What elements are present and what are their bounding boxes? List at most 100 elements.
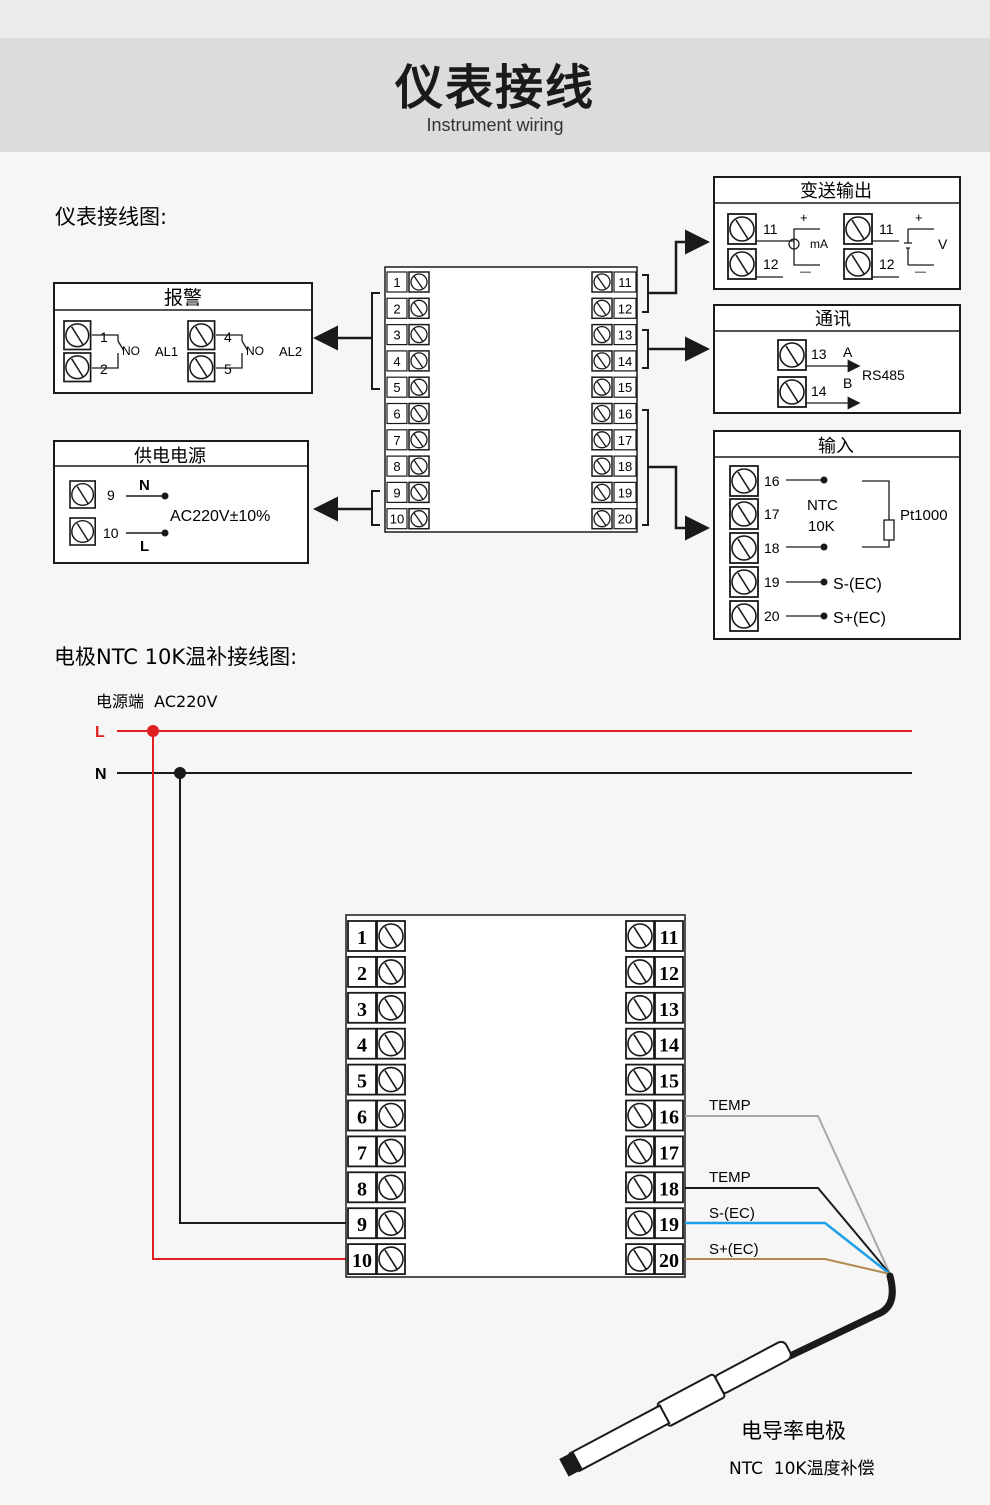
terminal-number-box: [654, 1243, 684, 1275]
screw-terminal-icon: [625, 1063, 655, 1096]
transmit-t12b: 12: [879, 256, 895, 272]
terminal-number: 16: [618, 407, 632, 422]
alarm-t4: 4: [224, 329, 232, 345]
bracket-power: [371, 490, 380, 526]
transmit-plus1: +: [800, 210, 808, 225]
terminal-number: 13: [618, 328, 632, 343]
terminal-number-box: [654, 1027, 684, 1060]
input-title: 输入: [818, 436, 854, 457]
screw-terminal-icon: [376, 1243, 406, 1275]
screw-terminal-icon: [625, 1135, 655, 1168]
terminal-number: 16: [659, 1107, 679, 1129]
arrow-transmit: [648, 229, 710, 295]
screw-terminal-icon: [591, 271, 613, 293]
wire-label-temp1: TEMP: [709, 1097, 751, 1114]
screw-terminal-icon: [408, 481, 430, 504]
transmit-title: 变送输出: [800, 181, 872, 202]
input-t17: 17: [764, 506, 780, 522]
terminal-number-box: [347, 956, 377, 988]
alarm-box: 报警 1 2 4 5 NO AL1 NO AL2: [53, 282, 313, 394]
transmit-t12a: 12: [763, 256, 779, 272]
terminal-number-box: [386, 297, 408, 319]
screw-terminal-icon: [376, 1027, 406, 1060]
screw-terminal-icon: [376, 1171, 406, 1204]
terminal-number-box: [347, 920, 377, 952]
page-title: 仪表接线: [394, 60, 595, 116]
terminal-number: 10: [390, 512, 404, 527]
terminal-number-box: [347, 1171, 377, 1204]
power-box: 供电电源 9 10 N L AC220V±10%: [53, 440, 309, 564]
terminal-number: 19: [618, 485, 632, 500]
screw-terminal-icon: [591, 350, 613, 372]
terminal-number-box: [386, 402, 408, 425]
transmit-minus2: —: [915, 266, 926, 278]
terminal-number: 8: [357, 1178, 367, 1200]
screw-terminal-icon: [408, 297, 430, 320]
transmit-t11b: 11: [879, 221, 894, 237]
terminal-number-box: [386, 429, 408, 451]
terminal-number-box: [386, 350, 408, 372]
comm-t14: 14: [811, 383, 827, 399]
input-pt1000: Pt1000: [900, 507, 948, 524]
terminal-number: 19: [659, 1214, 679, 1236]
screw-terminal-icon: [408, 455, 430, 477]
terminal-number: 1: [393, 275, 400, 290]
terminal-number: 2: [357, 963, 367, 985]
line-n-label: N: [95, 766, 107, 783]
alarm-t2: 2: [100, 361, 108, 377]
terminal-number-box: [386, 324, 408, 346]
terminal-number: 12: [618, 301, 632, 316]
input-box: 输入 16 17 18 19 20 NTC 10K Pt1000 S-(EC) …: [713, 430, 961, 640]
terminal-number-box: [613, 376, 637, 398]
screw-terminal-icon: [376, 991, 406, 1024]
header-band: [0, 38, 990, 152]
probe-name: 电导率电极: [741, 1419, 846, 1443]
section1-heading: 仪表接线图:: [55, 205, 167, 229]
power-source-label: 电源端 AC220V: [96, 692, 218, 711]
terminal-number-box: [613, 297, 637, 319]
terminal-number: 18: [618, 459, 632, 474]
screw-terminal-icon: [591, 507, 613, 530]
line-l-label: L: [95, 724, 105, 741]
terminal-number-box: [613, 324, 637, 346]
terminal-number: 4: [393, 354, 400, 369]
screw-terminal-icon: [376, 1099, 406, 1132]
probe-desc: NTC 10K温度补偿: [729, 1459, 875, 1479]
input-ntc-val: 10K: [808, 518, 835, 535]
input-t18: 18: [764, 540, 780, 556]
wire-label-temp2: TEMP: [709, 1169, 751, 1186]
screw-terminal-icon: [376, 920, 406, 952]
terminal-number: 6: [393, 407, 400, 422]
transmit-t11a: 11: [763, 221, 778, 237]
comm-b: B: [843, 375, 852, 391]
electrode-probe: [559, 1340, 792, 1477]
terminal-number: 12: [659, 963, 679, 985]
terminal-number: 10: [352, 1250, 372, 1272]
screw-terminal-icon: [408, 271, 430, 293]
terminal-number: 9: [393, 485, 400, 500]
wire-temp-18: [685, 1187, 891, 1275]
screw-terminal-icon: [408, 429, 430, 451]
terminal-number-box: [613, 429, 637, 451]
alarm-title: 报警: [164, 287, 202, 309]
screw-terminal-icon: [408, 376, 430, 398]
screw-terminal-icon: [625, 1099, 655, 1132]
terminal-number: 3: [393, 328, 400, 343]
input-t19: 19: [764, 574, 780, 590]
terminal-number-box: [613, 481, 637, 503]
terminal-number: 11: [618, 275, 632, 290]
terminal-number: 14: [659, 1035, 679, 1057]
power-n: N: [139, 477, 150, 494]
wire-label-sminus: S-(EC): [709, 1205, 755, 1222]
terminal-number-box: [347, 1207, 377, 1240]
comm-title: 通讯: [815, 309, 851, 330]
top-strip: [0, 0, 990, 38]
wire-splus-20: [685, 1258, 891, 1275]
power-t10: 10: [103, 525, 119, 541]
comm-t13: 13: [811, 346, 827, 362]
terminal-number: 11: [660, 927, 679, 949]
alarm-t1: 1: [100, 329, 108, 345]
